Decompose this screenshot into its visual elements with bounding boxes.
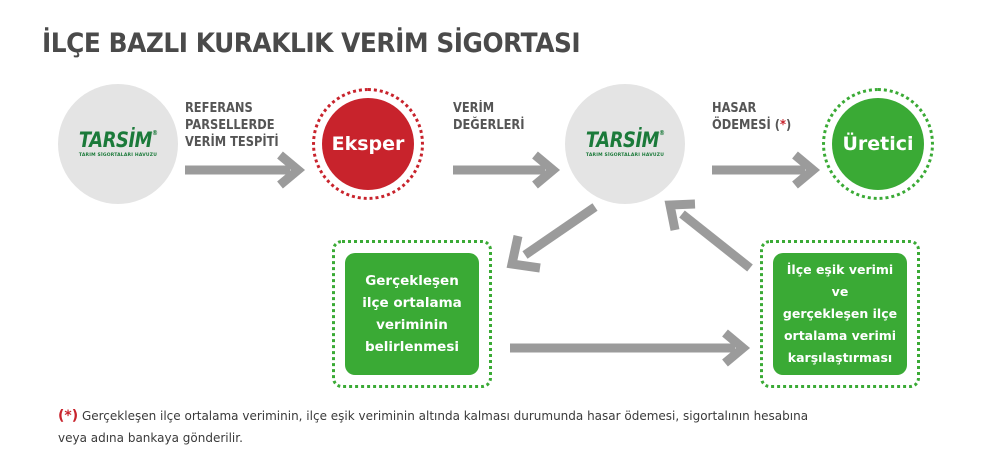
footnote-close: ): [71, 408, 79, 424]
arrow-to-realized: [522, 203, 598, 259]
tarsim-logo-subtitle: TARIM SİGORTALARI HAVUZU: [78, 153, 158, 158]
arrowhead-producer: [792, 151, 821, 189]
yield-line-1: VERİM: [453, 101, 495, 116]
damage-star: *: [779, 118, 786, 133]
producer-label: Üretici: [832, 98, 924, 190]
footnote-star: *: [64, 408, 72, 424]
yield-label: VERİM DEĞERLERİ: [453, 100, 525, 134]
footnote-open: (: [58, 408, 65, 424]
compare-box-ring: [760, 240, 920, 388]
footnote-text: Gerçekleşen ilçe ortalama veriminin, ilç…: [58, 409, 809, 445]
reference-line-3: VERİM TESPİTİ: [185, 135, 279, 150]
realized-line-2: ilçe ortalama: [362, 295, 462, 311]
tarsim-node-center: TARSİM® TARIM SİGORTALARI HAVUZU: [565, 84, 685, 204]
realized-box-ring: [332, 240, 492, 388]
compare-line-1: İlçe eşik verimi ve: [786, 262, 894, 299]
damage-line-1: HASAR: [712, 101, 757, 116]
realized-line-1: Gerçekleşen: [365, 273, 459, 289]
reference-label: REFERANS PARSELLERDE VERİM TESPİTİ: [185, 100, 279, 151]
arrowhead-tarsim-back: [664, 199, 696, 231]
damage-label: HASAR ÖDEMESİ (*): [712, 100, 791, 134]
tarsim-logo: TARSİM® TARIM SİGORTALARI HAVUZU: [72, 128, 164, 159]
tarsim-logo-reg: ®: [151, 129, 158, 137]
expert-ring: [312, 88, 424, 200]
producer-ring: [822, 88, 934, 200]
realized-line-3: veriminin: [376, 317, 448, 333]
arrowhead-realized: [506, 235, 541, 273]
tarsim-logo-text: TARSİM: [78, 128, 152, 152]
expert-node: Eksper: [322, 98, 414, 190]
arrowhead-tarsim: [532, 151, 561, 189]
yield-line-2: DEĞERLERİ: [453, 118, 525, 133]
damage-line-2: ÖDEMESİ (: [712, 118, 780, 133]
arrowhead-expert: [277, 151, 306, 189]
reference-line-2: PARSELLERDE: [185, 118, 275, 133]
compare-line-2: gerçekleşen ilçe: [782, 306, 898, 321]
compare-box: İlçe eşik verimi ve gerçekleşen ilçe ort…: [773, 253, 907, 375]
compare-line-4: karşılaştırması: [787, 350, 893, 365]
arrowhead-compare: [722, 329, 751, 367]
tarsim-node-left: TARSİM® TARIM SİGORTALARI HAVUZU: [58, 84, 178, 204]
tarsim-logo-subtitle: TARIM SİGORTALARI HAVUZU: [585, 153, 665, 158]
damage-close: ): [785, 118, 792, 133]
page-title: İLÇE BAZLI KURAKLIK VERİM SİGORTASI: [42, 28, 581, 59]
tarsim-logo: TARSİM® TARIM SİGORTALARI HAVUZU: [579, 128, 671, 159]
realized-box: Gerçekleşen ilçe ortalama veriminin beli…: [345, 253, 479, 375]
expert-label: Eksper: [322, 98, 414, 190]
arrow-to-tarsim-back: [679, 210, 753, 272]
footnote: (*) Gerçekleşen ilçe ortalama veriminin,…: [58, 405, 838, 449]
producer-node: Üretici: [832, 98, 924, 190]
realized-line-4: belirlenmesi: [364, 339, 459, 355]
tarsim-logo-reg: ®: [658, 129, 665, 137]
tarsim-logo-text: TARSİM: [585, 128, 659, 152]
compare-line-3: ortalama verimi: [783, 328, 897, 343]
reference-line-1: REFERANS: [185, 101, 253, 116]
